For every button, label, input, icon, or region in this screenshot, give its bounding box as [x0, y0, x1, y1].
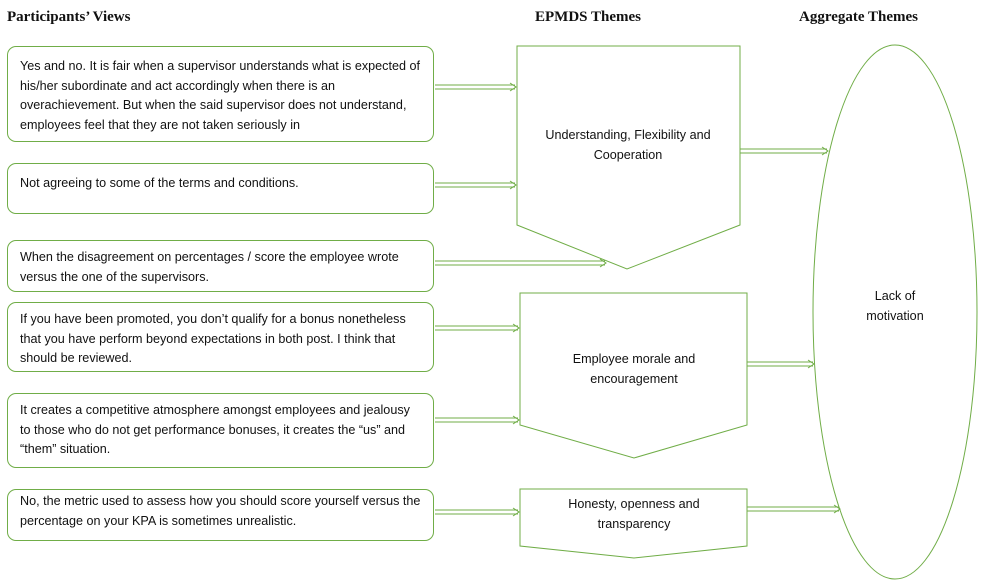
participant-view-4: If you have been promoted, you don’t qua…	[7, 302, 434, 372]
connector-view5	[435, 415, 520, 425]
theme-shape-morale	[519, 292, 748, 459]
theme-understanding-label: Understanding, Flexibility and Cooperati…	[545, 128, 711, 162]
connector-theme1	[740, 146, 829, 156]
theme-shape-understanding	[516, 45, 741, 270]
aggregate-label: Lack of motivation	[866, 289, 924, 323]
connector-view2	[435, 180, 517, 190]
connector-theme2	[747, 359, 815, 369]
participants-views-heading: Participants’ Views	[7, 9, 131, 25]
connector-theme3	[747, 504, 841, 514]
epmds-themes-heading: EPMDS Themes	[535, 9, 641, 25]
theme-shape-honesty	[519, 488, 748, 559]
connector-view4	[435, 323, 520, 333]
participant-view-3: When the disagreement on percentages / s…	[7, 240, 434, 292]
connector-view6	[435, 507, 520, 517]
theme-morale-label: Employee morale and encouragement	[572, 352, 696, 386]
connector-view3	[435, 258, 607, 268]
aggregate-ellipse	[812, 44, 978, 580]
participant-view-6: No, the metric used to assess how you sh…	[7, 489, 434, 541]
connector-view1	[435, 82, 517, 92]
aggregate-themes-heading: Aggregate Themes	[799, 9, 919, 25]
participant-view-5: It creates a competitive atmosphere amon…	[7, 393, 434, 468]
participant-view-1: Yes and no. It is fair when a supervisor…	[7, 46, 434, 142]
participant-view-2: Not agreeing to some of the terms and co…	[7, 163, 434, 214]
theme-honesty-label: Honesty, openness and transparency	[568, 497, 700, 531]
